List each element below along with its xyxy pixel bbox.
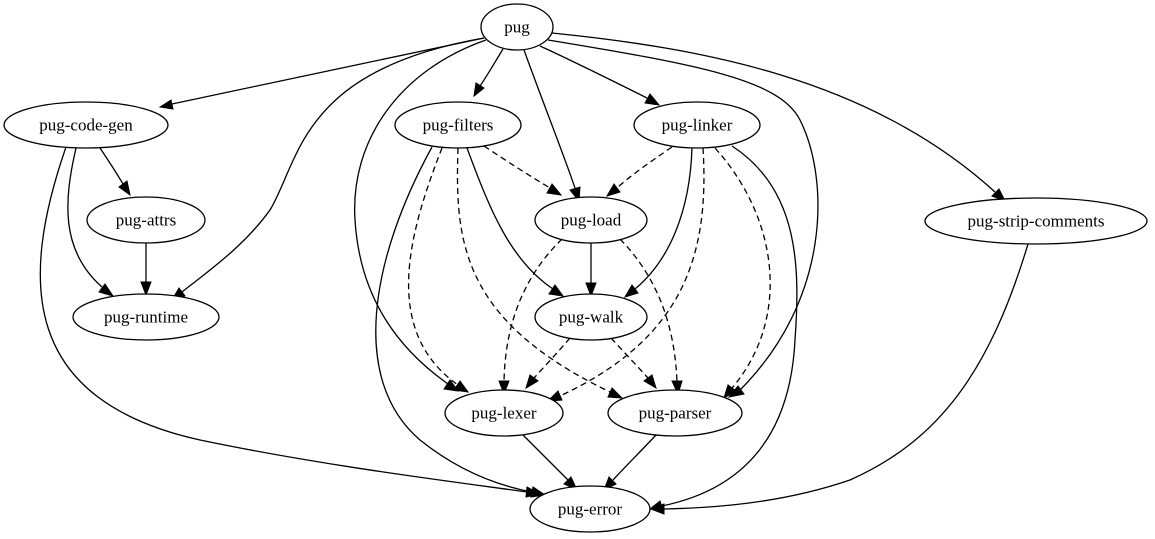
node-label: pug xyxy=(504,18,530,37)
node-label: pug-load xyxy=(561,211,622,230)
edge-pug-to-pug-runtime xyxy=(170,37,485,301)
edge-pug-to-pug-linker xyxy=(539,45,661,106)
edge-pug-lexer-to-pug-error xyxy=(521,433,579,492)
edge-pug-filters-to-pug-walk xyxy=(466,147,565,297)
edge-pug-to-pug-load xyxy=(523,49,581,203)
node-pug-code-gen[interactable]: pug-code-gen xyxy=(3,101,169,149)
node-label: pug-parser xyxy=(639,404,712,423)
node-pug-load[interactable]: pug-load xyxy=(534,196,648,244)
node-pug-lexer[interactable]: pug-lexer xyxy=(444,389,564,437)
node-pug-parser[interactable]: pug-parser xyxy=(607,389,743,437)
edges xyxy=(39,32,1029,515)
edge-pug-load-to-pug-lexer xyxy=(498,238,563,396)
node-label: pug-walk xyxy=(559,308,624,327)
edge-pug-to-pug-filters xyxy=(473,48,504,98)
node-label: pug-attrs xyxy=(116,211,176,230)
edge-pug-to-pug-strip-comments xyxy=(551,32,1007,202)
node-label: pug-filters xyxy=(423,116,494,135)
edge-pug-filters-to-pug-lexer xyxy=(407,147,470,393)
edge-pug-walk-to-pug-parser xyxy=(610,337,657,390)
node-pug-runtime[interactable]: pug-runtime xyxy=(72,293,220,341)
edge-pug-filters-to-pug-load xyxy=(483,145,563,196)
node-pug-attrs[interactable]: pug-attrs xyxy=(86,196,206,244)
node-label: pug-code-gen xyxy=(39,116,133,135)
edge-pug-filters-to-pug-parser xyxy=(456,147,624,399)
edge-pug-linker-to-pug-walk xyxy=(623,147,693,298)
edge-pug-code-gen-to-pug-runtime xyxy=(67,147,115,297)
node-pug[interactable]: pug xyxy=(480,3,554,51)
edge-pug-linker-to-pug-parser xyxy=(714,147,771,400)
edge-pug-linker-to-pug-load xyxy=(605,146,673,197)
edge-pug-walk-to-pug-lexer xyxy=(525,337,571,390)
node-label: pug-runtime xyxy=(104,308,188,327)
edge-pug-load-to-pug-walk xyxy=(585,241,597,298)
edge-pug-linker-to-pug-lexer xyxy=(546,147,705,402)
edge-pug-strip-comments-to-pug-error xyxy=(649,243,1029,515)
node-pug-strip-comments[interactable]: pug-strip-comments xyxy=(924,197,1148,245)
node-label: pug-lexer xyxy=(471,404,536,423)
edge-pug-filters-to-pug-error xyxy=(375,146,547,498)
node-pug-linker[interactable]: pug-linker xyxy=(633,101,761,149)
node-pug-walk[interactable]: pug-walk xyxy=(534,293,648,341)
nodes: pug pug-code-gen pug-filters pug-linker … xyxy=(3,3,1148,533)
node-pug-filters[interactable]: pug-filters xyxy=(394,101,522,149)
node-label: pug-strip-comments xyxy=(968,212,1105,231)
edge-pug-linker-to-pug-error xyxy=(648,145,798,512)
edge-pug-parser-to-pug-error xyxy=(603,433,658,492)
edge-pug-to-pug-lexer xyxy=(354,39,487,392)
edge-pug-load-to-pug-parser xyxy=(619,238,683,396)
node-label: pug-error xyxy=(558,500,623,519)
node-label: pug-linker xyxy=(662,116,733,135)
edge-pug-attrs-to-pug-runtime xyxy=(140,242,152,297)
node-pug-error[interactable]: pug-error xyxy=(529,485,651,533)
edge-pug-code-gen-to-pug-attrs xyxy=(99,147,131,197)
